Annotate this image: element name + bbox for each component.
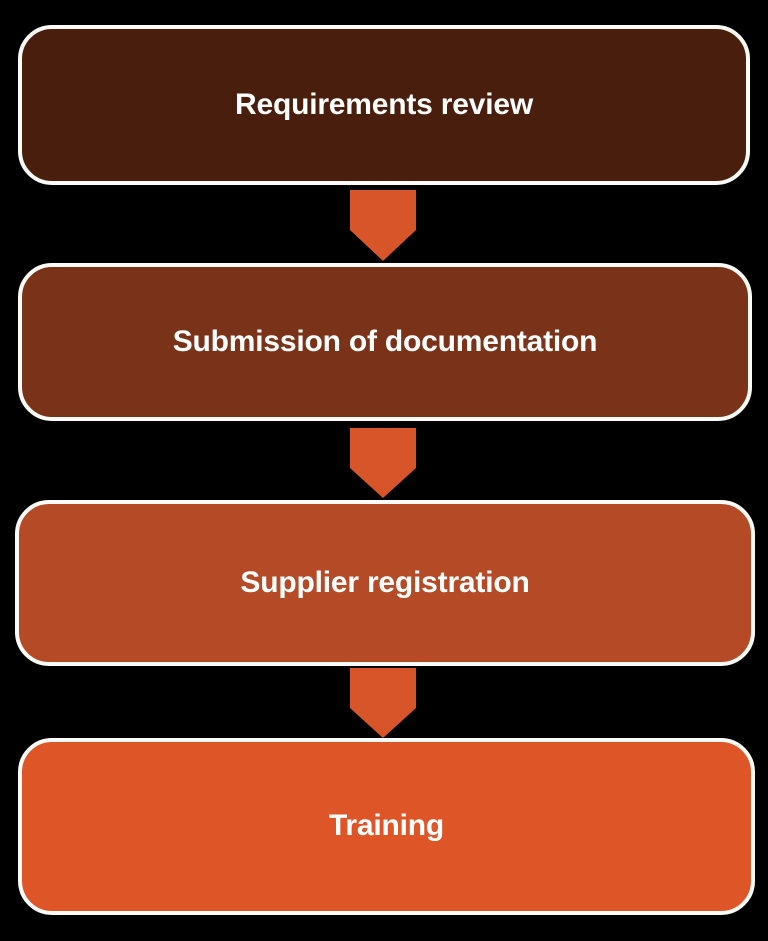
arrow-head [350,708,416,738]
flow-node-training[interactable]: Training [18,738,755,915]
arrow-shaft [350,668,416,708]
flow-node-supplier-registration[interactable]: Supplier registration [15,500,755,666]
arrow-down-icon-2 [350,428,416,498]
flow-node-label: Training [328,809,445,843]
arrow-down-icon-1 [350,190,416,261]
arrow-head [350,230,416,261]
flow-node-label: Submission of documentation [172,324,598,358]
arrow-head [350,468,416,498]
flow-node-submission-of-documentation[interactable]: Submission of documentation [18,263,752,421]
arrow-down-icon-3 [350,668,416,738]
flow-node-label: Supplier registration [240,565,530,599]
flow-node-label: Requirements review [235,87,533,121]
arrow-shaft [350,428,416,468]
flow-node-requirements-review[interactable]: Requirements review [18,25,750,185]
arrow-shaft [350,190,416,230]
